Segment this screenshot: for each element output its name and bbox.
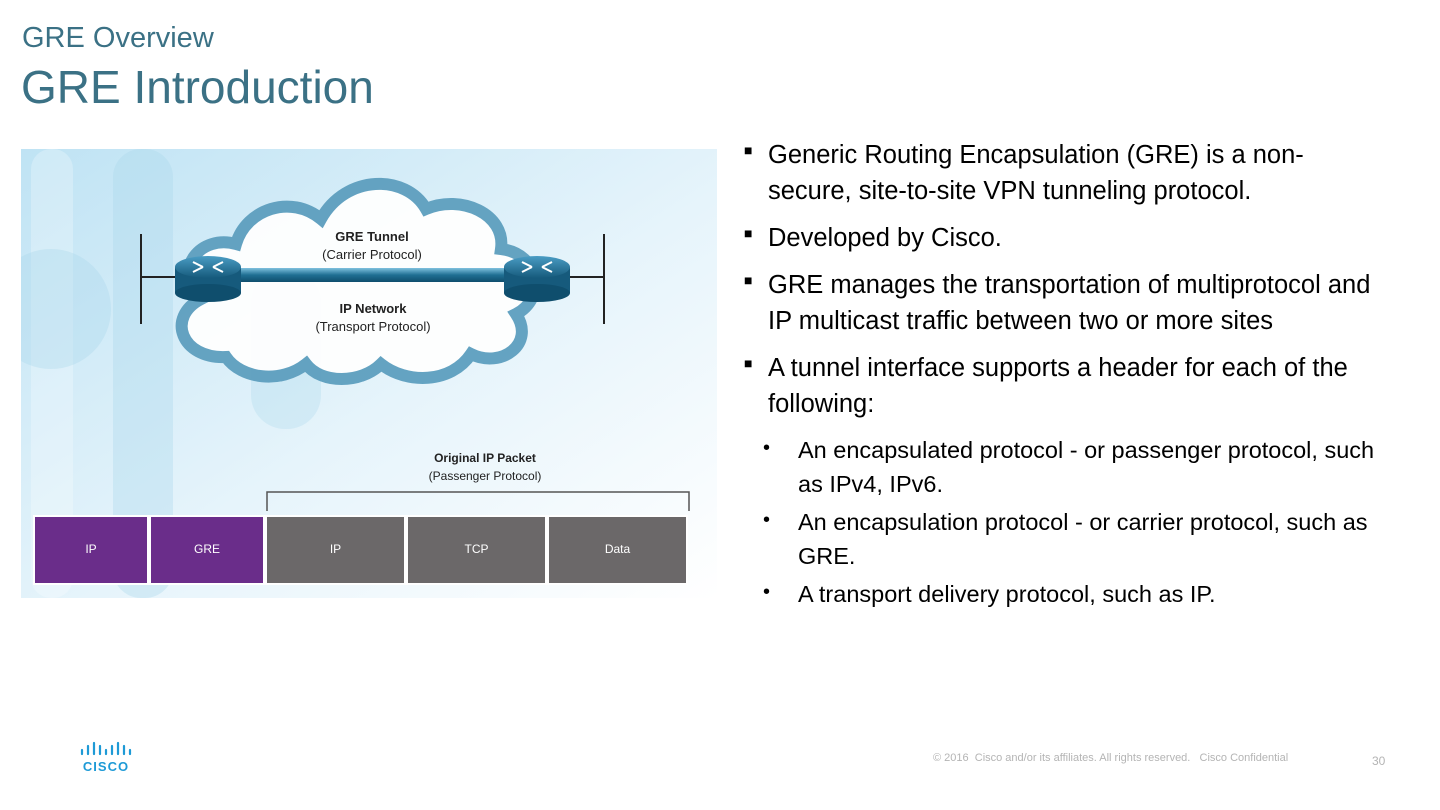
tunnel-label: GRE Tunnel (335, 229, 408, 244)
sub-bullet-item: • A transport delivery protocol, such as … (742, 577, 1382, 611)
page-number: 30 (1372, 754, 1386, 768)
logo-text: CISCO (83, 759, 129, 774)
bullet-item: ■ Developed by Cisco. (742, 220, 1382, 256)
square-bullet-icon: ■ (744, 355, 753, 371)
sub-bullet-text: An encapsulation protocol - or carrier p… (798, 509, 1368, 569)
dot-bullet-icon: • (763, 509, 771, 531)
packet-field-ip-box (265, 515, 406, 585)
gre-diagram-svg: GRE Tunnel (Carrier Protocol) IP Network… (21, 149, 717, 598)
packet-bracket (266, 491, 690, 511)
light-circle (21, 249, 111, 369)
cisco-logo-icon: CISCO (80, 741, 132, 774)
sub-bullet-text: An encapsulated protocol - or passenger … (798, 437, 1375, 497)
square-bullet-icon: ■ (744, 225, 753, 241)
network-label: IP Network (340, 301, 408, 316)
cisco-logo: CISCO (79, 741, 139, 775)
packet-field-ip-box (33, 515, 149, 585)
light-band (113, 149, 173, 598)
square-bullet-icon: ■ (744, 272, 753, 288)
sub-bullet-text: A transport delivery protocol, such as I… (798, 581, 1216, 607)
bullet-text: GRE manages the transportation of multip… (768, 271, 1371, 335)
square-bullet-icon: ■ (744, 142, 753, 158)
packet-fields: IP GRE IP TCP Data (33, 515, 688, 585)
bullet-list: ■ Generic Routing Encapsulation (GRE) is … (742, 137, 1382, 615)
slide-title: GRE Introduction (21, 61, 374, 113)
bullet-item: ■ GRE manages the transportation of multi… (742, 267, 1382, 339)
router-icon (175, 256, 241, 302)
gre-tunnel-tube (209, 268, 529, 282)
packet-field-label: Data (605, 542, 631, 556)
bullet-text: Developed by Cisco. (768, 224, 1002, 252)
slide-subtitle: GRE Overview (22, 22, 214, 54)
router-icon (504, 256, 570, 302)
packet-field-gre-box (149, 515, 265, 585)
dot-bullet-icon: • (763, 581, 771, 603)
packet-field-tcp-box (406, 515, 547, 585)
packet-field-label: GRE (194, 542, 220, 556)
tunnel-sublabel: (Carrier Protocol) (322, 247, 422, 262)
bullet-text: Generic Routing Encapsulation (GRE) is a… (768, 141, 1304, 205)
bullet-text: A tunnel interface supports a header for… (768, 354, 1348, 418)
copyright-footer: © 2016 Cisco and/or its affiliates. All … (933, 752, 1289, 764)
bullet-item: ■ Generic Routing Encapsulation (GRE) is … (742, 137, 1382, 209)
sub-bullet-item: • An encapsulation protocol - or carrier … (742, 505, 1382, 573)
network-sublabel: (Transport Protocol) (315, 319, 430, 334)
gre-diagram: GRE Tunnel (Carrier Protocol) IP Network… (21, 149, 717, 598)
light-band (31, 149, 73, 598)
packet-sublabel: (Passenger Protocol) (429, 469, 542, 483)
packet-field-label: IP (330, 542, 341, 556)
bullet-item: ■ A tunnel interface supports a header fo… (742, 350, 1382, 422)
packet-field-label: TCP (465, 542, 489, 556)
packet-label: Original IP Packet (434, 451, 536, 465)
dot-bullet-icon: • (763, 437, 771, 459)
packet-field-data-box (547, 515, 688, 585)
packet-field-label: IP (85, 542, 96, 556)
sub-bullet-item: • An encapsulated protocol - or passenger… (742, 433, 1382, 501)
